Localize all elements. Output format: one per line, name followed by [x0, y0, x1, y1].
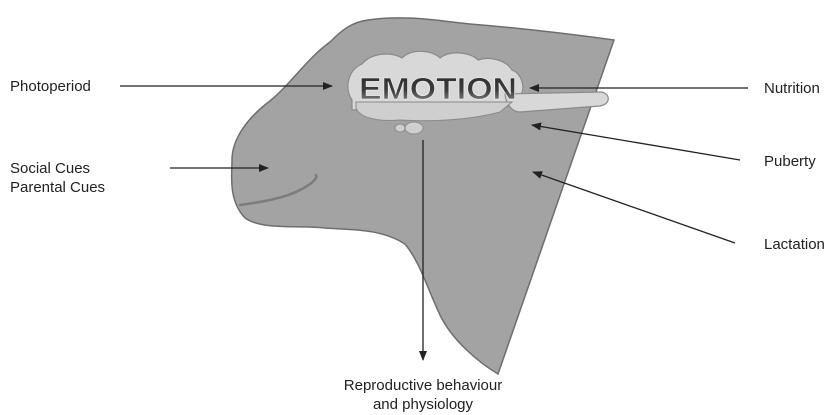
photoperiod-label: Photoperiod [10, 77, 91, 96]
brain-nub [395, 124, 405, 132]
puberty-label: Puberty [764, 152, 816, 171]
brain-stem [505, 92, 608, 112]
parental-cues-label: Parental Cues [10, 178, 105, 197]
pituitary-gland [405, 122, 423, 134]
nutrition-label: Nutrition [764, 79, 820, 98]
emotion-label: EMOTION [359, 71, 517, 106]
lactation-label: Lactation [764, 235, 825, 254]
lactation-arrow [533, 172, 735, 243]
output-label-line2: and physiology [316, 395, 530, 414]
output-label-line1: Reproductive behaviour [316, 376, 530, 395]
social-cues-label: Social Cues [10, 159, 90, 178]
